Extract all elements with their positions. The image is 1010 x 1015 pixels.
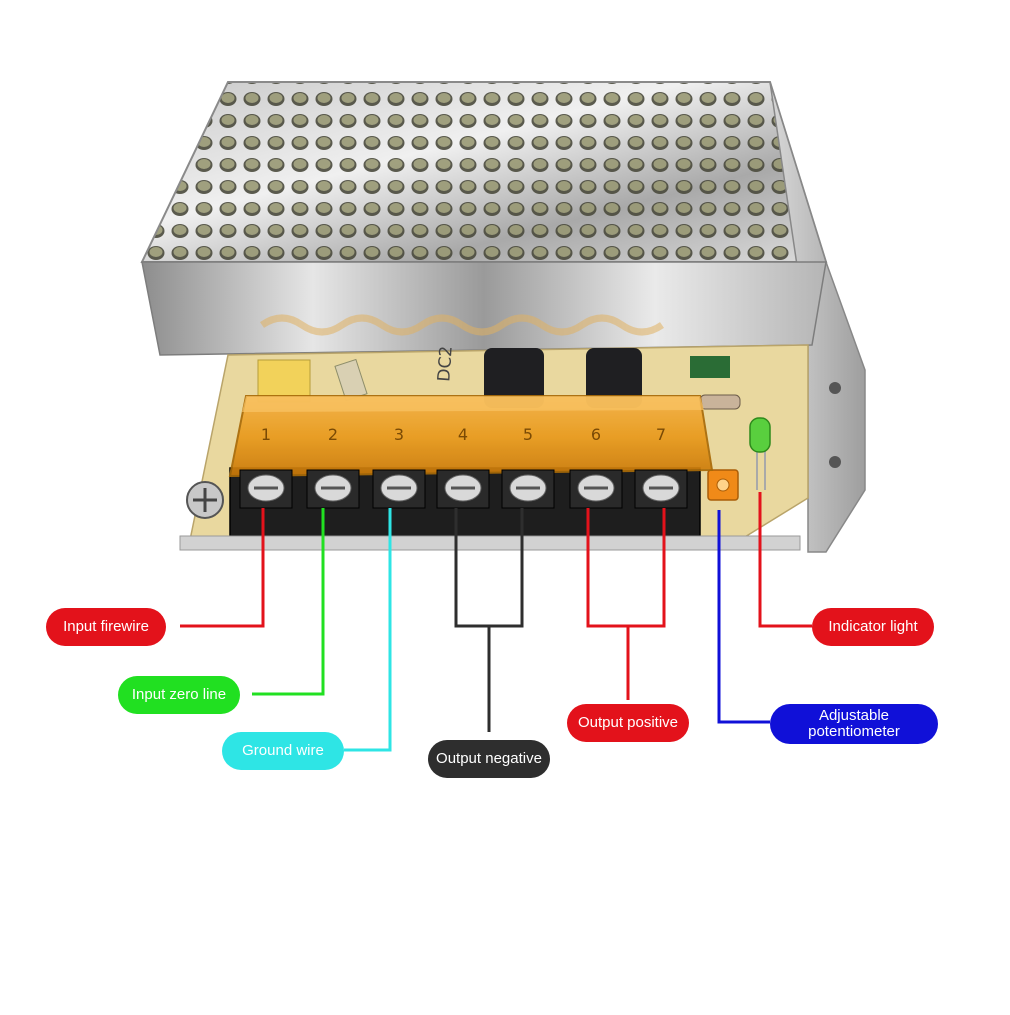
pcb-silk-text: DC2 [434,345,456,382]
label-text-line-1: Adjustable [818,707,890,724]
terminal-block [228,395,714,537]
potentiometer [707,469,739,501]
label-ground-wire: Ground wire [222,732,344,770]
label-text: Input zero line [131,686,227,703]
line-input-firewire [180,508,265,628]
line-potentiometer [717,510,770,724]
label-input-zero-line: Input zero line [118,676,240,714]
terminal-number: 1 [261,425,271,444]
line-input-zero [252,508,325,696]
label-adjustable-potentiometer: Adjustable potentiometer [770,704,938,744]
line-output-positive [586,508,666,628]
terminal-5: 5 [501,425,555,509]
label-indicator-light: Indicator light [812,608,934,646]
label-text-line-2: potentiometer [808,723,900,740]
label-output-negative: Output negative [428,740,550,778]
terminal-6: 6 [569,425,623,509]
line-indicator [758,492,812,628]
indicator-led [749,417,771,490]
terminal-3: 3 [372,425,426,509]
label-input-firewire: Input firewire [46,608,166,646]
front-band [141,261,827,356]
label-text: Ground wire [242,742,324,759]
terminal-number: 6 [591,425,601,444]
chassis-base [179,535,801,551]
terminal-7: 7 [634,425,688,509]
connector-lines [180,492,812,752]
terminal-number: 3 [394,425,404,444]
terminal-number: 5 [523,425,533,444]
terminal-number: 2 [328,425,338,444]
label-text: Output negative [436,750,542,767]
label-text-block: Adjustable potentiometer [808,708,900,740]
terminal-1: 1 [239,425,293,509]
terminal-number: 4 [458,425,468,444]
perforated-top-panel [140,81,828,263]
line-ground [344,508,392,752]
terminal-screws: 1 2 3 4 5 6 7 [239,425,688,509]
terminal-4: 4 [436,425,490,509]
label-text: Indicator light [828,618,918,635]
mounting-screw [186,481,224,519]
terminal-number: 7 [656,425,666,444]
label-output-positive: Output positive [567,704,689,742]
label-text: Output positive [577,714,679,731]
terminal-2: 2 [306,425,360,509]
label-text: Input firewire [63,618,149,635]
